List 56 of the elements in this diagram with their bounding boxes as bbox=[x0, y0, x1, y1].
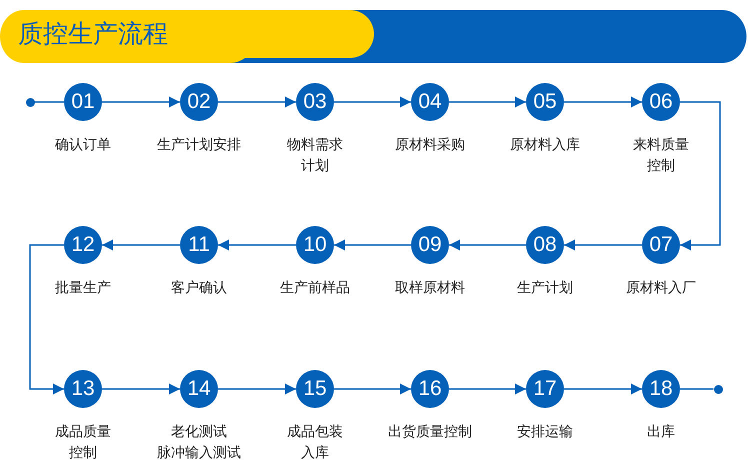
connector-line bbox=[34, 101, 64, 103]
arrow bbox=[102, 240, 180, 250]
step-label: 安排运输 bbox=[516, 423, 574, 442]
arrow bbox=[102, 96, 180, 108]
step-label: 出库 bbox=[646, 423, 676, 442]
step-number-circle: 16 bbox=[411, 370, 449, 408]
step-label: 物料需求计划 bbox=[286, 136, 344, 176]
step-number-circle: 18 bbox=[642, 370, 680, 408]
arrow bbox=[564, 240, 642, 250]
step-label: 批量生产 bbox=[54, 279, 112, 298]
step-label: 客户确认 bbox=[170, 279, 228, 298]
step-number-circle: 05 bbox=[526, 83, 564, 121]
step-label: 确认订单 bbox=[54, 136, 112, 155]
step-number-circle: 11 bbox=[180, 226, 218, 264]
arrow bbox=[334, 384, 411, 394]
step-number-circle: 13 bbox=[64, 370, 102, 408]
step-label: 原材料入厂 bbox=[625, 279, 697, 298]
step-number-circle: 17 bbox=[526, 370, 564, 408]
step-number-circle: 04 bbox=[411, 83, 449, 121]
step-label: 成品质量控制 bbox=[54, 423, 112, 463]
step-label: 原材料入库 bbox=[509, 136, 581, 155]
step-number-circle: 01 bbox=[64, 83, 102, 121]
arrow bbox=[218, 96, 296, 108]
title: 质控生产流程 bbox=[18, 18, 168, 50]
step-label: 生产计划安排 bbox=[156, 136, 242, 155]
step-label: 脉冲输入测试 bbox=[156, 444, 242, 463]
step-number-circle: 06 bbox=[642, 83, 680, 121]
arrow bbox=[102, 384, 180, 394]
step-label: 取样原材料 bbox=[394, 279, 466, 298]
arrow bbox=[334, 240, 411, 250]
step-number-circle: 02 bbox=[180, 83, 218, 121]
step-label: 来料质量控制 bbox=[632, 136, 690, 176]
step-number-circle: 09 bbox=[411, 226, 449, 264]
step-label: 生产前样品 bbox=[279, 279, 351, 298]
step-number-circle: 12 bbox=[64, 226, 102, 264]
step-label: 出货质量控制 bbox=[387, 423, 473, 442]
step-label: 成品包装入库 bbox=[286, 423, 344, 463]
step-number-circle: 15 bbox=[296, 370, 334, 408]
step-label: 老化测试 bbox=[170, 423, 228, 442]
step-number-circle: 08 bbox=[526, 226, 564, 264]
step-number-circle: 03 bbox=[296, 83, 334, 121]
arrow bbox=[449, 240, 526, 250]
step-number-circle: 14 bbox=[180, 370, 218, 408]
arrow bbox=[680, 101, 721, 250]
arrow bbox=[218, 240, 296, 250]
arrow bbox=[564, 96, 642, 108]
arrow bbox=[334, 96, 411, 108]
step-number-circle: 10 bbox=[296, 226, 334, 264]
step-label: 生产计划 bbox=[516, 279, 574, 298]
step-label: 原材料采购 bbox=[394, 136, 466, 155]
arrow bbox=[449, 96, 526, 108]
arrow bbox=[29, 244, 64, 394]
arrow bbox=[218, 384, 296, 394]
step-number-circle: 07 bbox=[642, 226, 680, 264]
connector-line bbox=[680, 388, 714, 390]
arrow bbox=[449, 384, 526, 394]
